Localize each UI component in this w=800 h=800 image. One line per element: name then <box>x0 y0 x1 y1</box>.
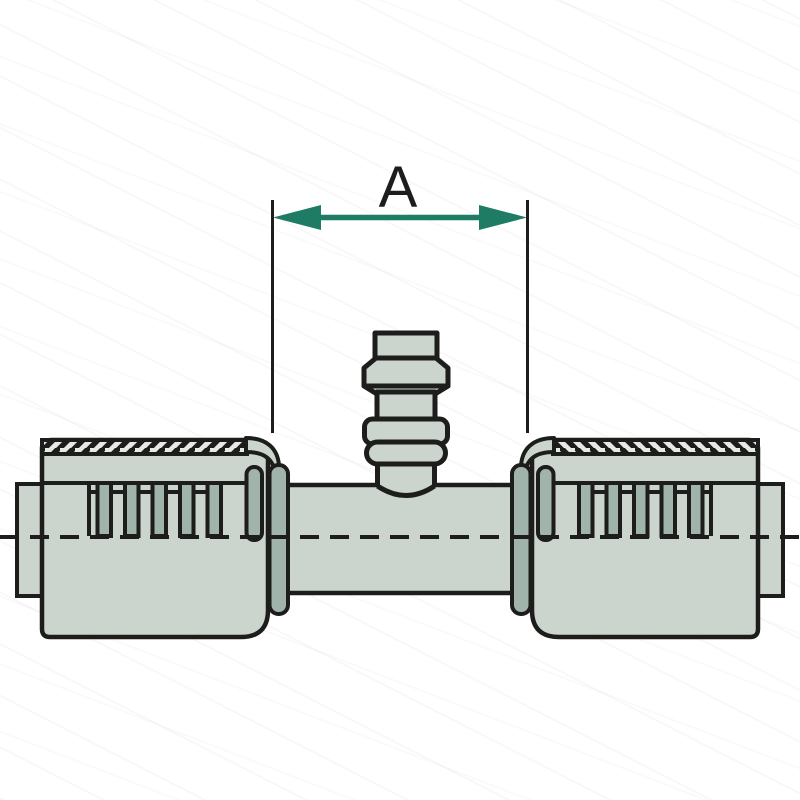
port-upper-flange <box>361 355 451 389</box>
arrowhead-right <box>479 205 527 230</box>
dimension-arrow <box>273 205 527 230</box>
service-port <box>361 330 451 498</box>
port-mid-cylinder <box>374 389 438 423</box>
port-bulge-lower <box>364 439 448 467</box>
dimension-extension-lines <box>271 200 529 433</box>
dimension-label: A <box>379 155 418 220</box>
port-base-arc <box>376 483 436 498</box>
arrowhead-left <box>273 205 321 230</box>
